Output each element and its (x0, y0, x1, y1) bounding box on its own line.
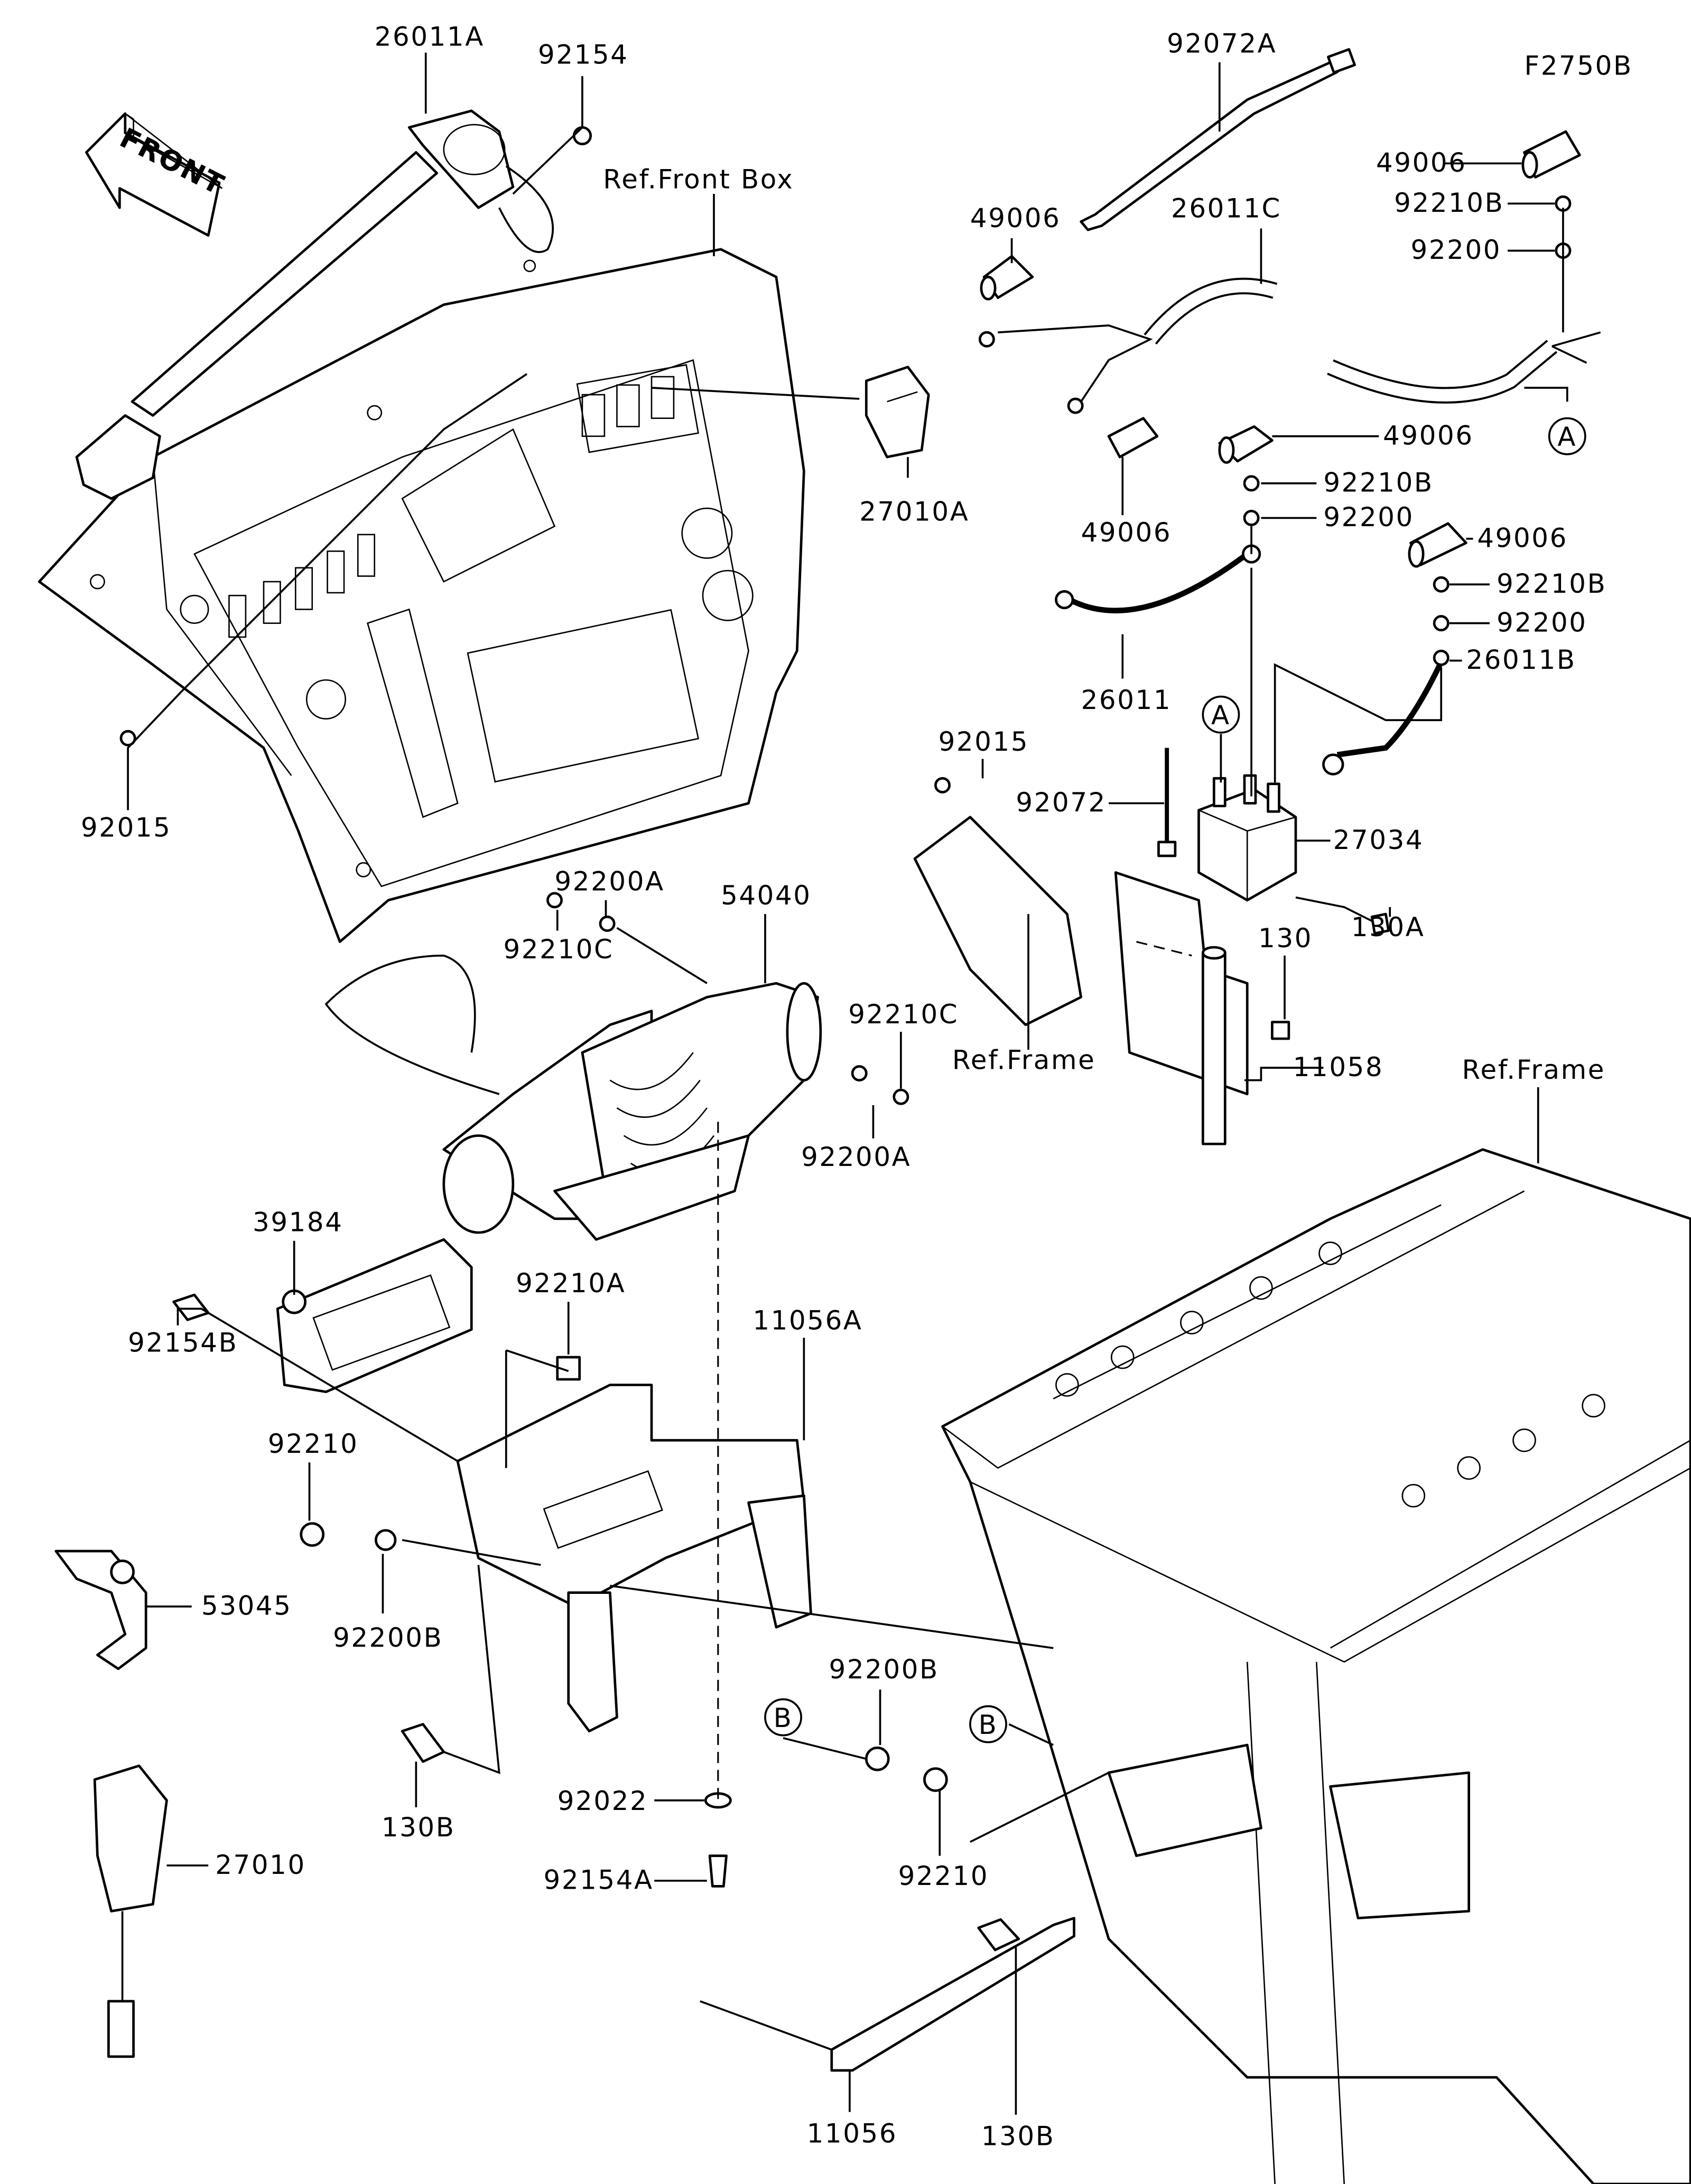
callout: 92210B (1394, 188, 1504, 218)
callout: 92072A (1167, 29, 1277, 59)
callout: 26011B (1466, 645, 1576, 675)
callout: 92072 (1016, 787, 1107, 818)
callout: 27010 (215, 1850, 306, 1880)
part-49006-boot (1218, 425, 1274, 464)
callout: 92154B (128, 1328, 238, 1358)
front-box-dashboard (38, 248, 805, 943)
part-92072-tie (1157, 748, 1177, 857)
ref-frame-left (913, 816, 1083, 1026)
callout: 92154A (544, 1865, 654, 1896)
callout: 92210 (898, 1861, 989, 1891)
callout: 49006 (1383, 420, 1474, 451)
callout: 27034 (1333, 825, 1424, 855)
callout: 92015 (81, 812, 172, 843)
ref-label: Ref.Front Box (603, 164, 794, 195)
callout: 92210B (1497, 568, 1606, 599)
callout: 92210C (848, 999, 959, 1030)
part-26011c-cable (978, 277, 1601, 414)
part-92072a-cable-tie (1080, 48, 1356, 231)
part-92154-screw (572, 126, 592, 145)
callout: 39184 (253, 1207, 343, 1237)
part-49006-boot (1521, 130, 1581, 179)
part-27010-remote-switch (93, 1764, 168, 2058)
callout: 92210A (516, 1268, 626, 1299)
part-27010a-switch (865, 366, 930, 459)
ref-marker-a: A (1202, 695, 1240, 734)
callout: 27010A (859, 497, 969, 527)
part-11058-bracket (1114, 871, 1249, 1145)
part-54040-winch (324, 954, 822, 1241)
callout: 92022 (558, 1786, 648, 1816)
ref-label: Ref.Frame (1462, 1054, 1605, 1085)
svg-text:B: B (774, 1703, 793, 1733)
part-53045-hook (54, 1550, 147, 1670)
part-49006-boot (1408, 522, 1467, 568)
callout: 130B (382, 1812, 456, 1843)
callout: 11056A (752, 1305, 862, 1336)
callout: 130A (1351, 912, 1425, 942)
ref-marker-b: B (969, 1705, 1007, 1743)
callout: 49006 (970, 203, 1061, 234)
callout: 92210 (268, 1429, 359, 1459)
callout: 92200A (801, 1142, 911, 1172)
callout: 130 (1258, 923, 1313, 954)
callout: 92210C (504, 934, 614, 965)
part-26011-cable (1055, 544, 1261, 613)
callout: 11058 (1293, 1052, 1384, 1082)
part-nuts-washers (119, 195, 1572, 1952)
callout: 92200 (1411, 235, 1502, 265)
callout: 92200 (1497, 607, 1587, 638)
callout: 92210B (1323, 468, 1433, 498)
callout: 92200B (829, 1654, 939, 1685)
callout: 26011C (1171, 193, 1281, 224)
callout: 130B (981, 2121, 1055, 2152)
callout: 92015 (939, 726, 1029, 757)
callout: 92200A (554, 866, 664, 897)
front-arrow-icon: FRONT (85, 112, 230, 237)
ref-label: Ref.Frame (952, 1045, 1095, 1076)
callout: 54040 (721, 880, 812, 911)
callout: 49006 (1376, 147, 1467, 178)
callout: 49006 (1081, 517, 1172, 548)
part-49006-boot (1107, 417, 1159, 459)
part-39184-fairlead (276, 1238, 473, 1393)
part-26011b-cable (1322, 649, 1450, 776)
callout: 92200 (1323, 502, 1414, 533)
callout: 26011A (375, 22, 485, 52)
part-26011a-cable (75, 109, 554, 500)
ref-frame-main (941, 1148, 1691, 2184)
callout: 26011 (1081, 685, 1172, 715)
callout: 53045 (201, 1591, 292, 1621)
callout: 92200B (333, 1622, 443, 1653)
part-11056a-mount-plate (456, 1384, 812, 1733)
leader-lines (127, 52, 1568, 2115)
part-11056-strip (830, 1917, 1075, 2072)
diagram-code: F2750B (1525, 51, 1633, 81)
callout-labels: 26011A 92154 92072A 49006 92210B 92200 4… (81, 22, 1606, 2152)
part-27034-solenoid (1197, 774, 1297, 902)
ref-marker-b: B (764, 1698, 802, 1737)
callout: 92154 (538, 40, 629, 70)
ref-marker-a: A (1548, 417, 1586, 455)
part-49006-boot (980, 255, 1034, 301)
svg-text:B: B (979, 1710, 998, 1740)
callout: 11056 (807, 2118, 898, 2149)
svg-text:A: A (1211, 700, 1231, 731)
svg-text:A: A (1557, 422, 1577, 452)
callout: 49006 (1477, 522, 1568, 553)
